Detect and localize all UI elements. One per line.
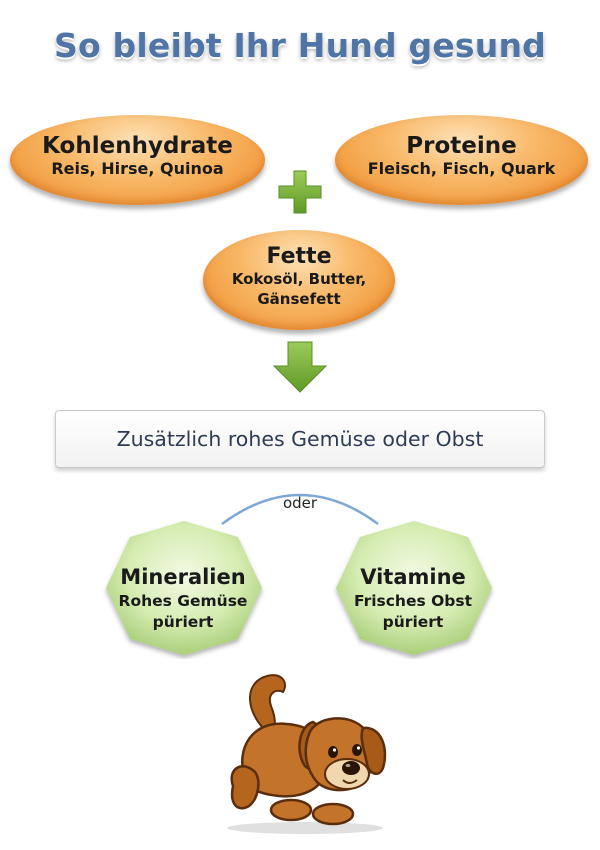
extra-info-box: Zusätzlich rohes Gemüse oder Obst [55,410,545,468]
vitamins-line1: Frisches Obst [353,592,473,610]
fat-title: Fette [266,244,332,269]
fat-node: Fette Kokosöl, Butter, Gänsefett [203,230,395,330]
minerals-line1: Rohes Gemüse [118,592,248,610]
protein-node: Proteine Fleisch, Fisch, Quark [335,115,588,205]
fat-items-line2: Gänsefett [257,290,341,308]
minerals-label: Mineralien Rohes Gemüse püriert [108,563,258,633]
plus-icon [278,170,322,214]
dog-illustration [227,674,387,834]
connector-arc [221,493,379,526]
protein-title: Proteine [406,133,517,159]
fat-items-line1: Kokosöl, Butter, [231,270,367,288]
vitamins-title: Vitamine [360,565,466,589]
vitamins-line2: püriert [382,613,444,631]
carbs-node: Kohlenhydrate Reis, Hirse, Quinoa [10,115,265,205]
carbs-items: Reis, Hirse, Quinoa [51,159,224,178]
protein-items: Fleisch, Fisch, Quark [367,159,556,178]
arrow-down-icon [272,341,328,393]
carbs-title: Kohlenhydrate [42,133,233,159]
page-title: So bleibt Ihr Hund gesund [54,26,546,65]
connector-label: oder [282,494,318,512]
minerals-title: Mineralien [120,565,246,589]
minerals-line2: püriert [152,613,214,631]
vitamins-label: Vitamine Frisches Obst püriert [338,563,488,633]
minerals-octagon [106,521,262,655]
vitamins-octagon [336,521,492,655]
